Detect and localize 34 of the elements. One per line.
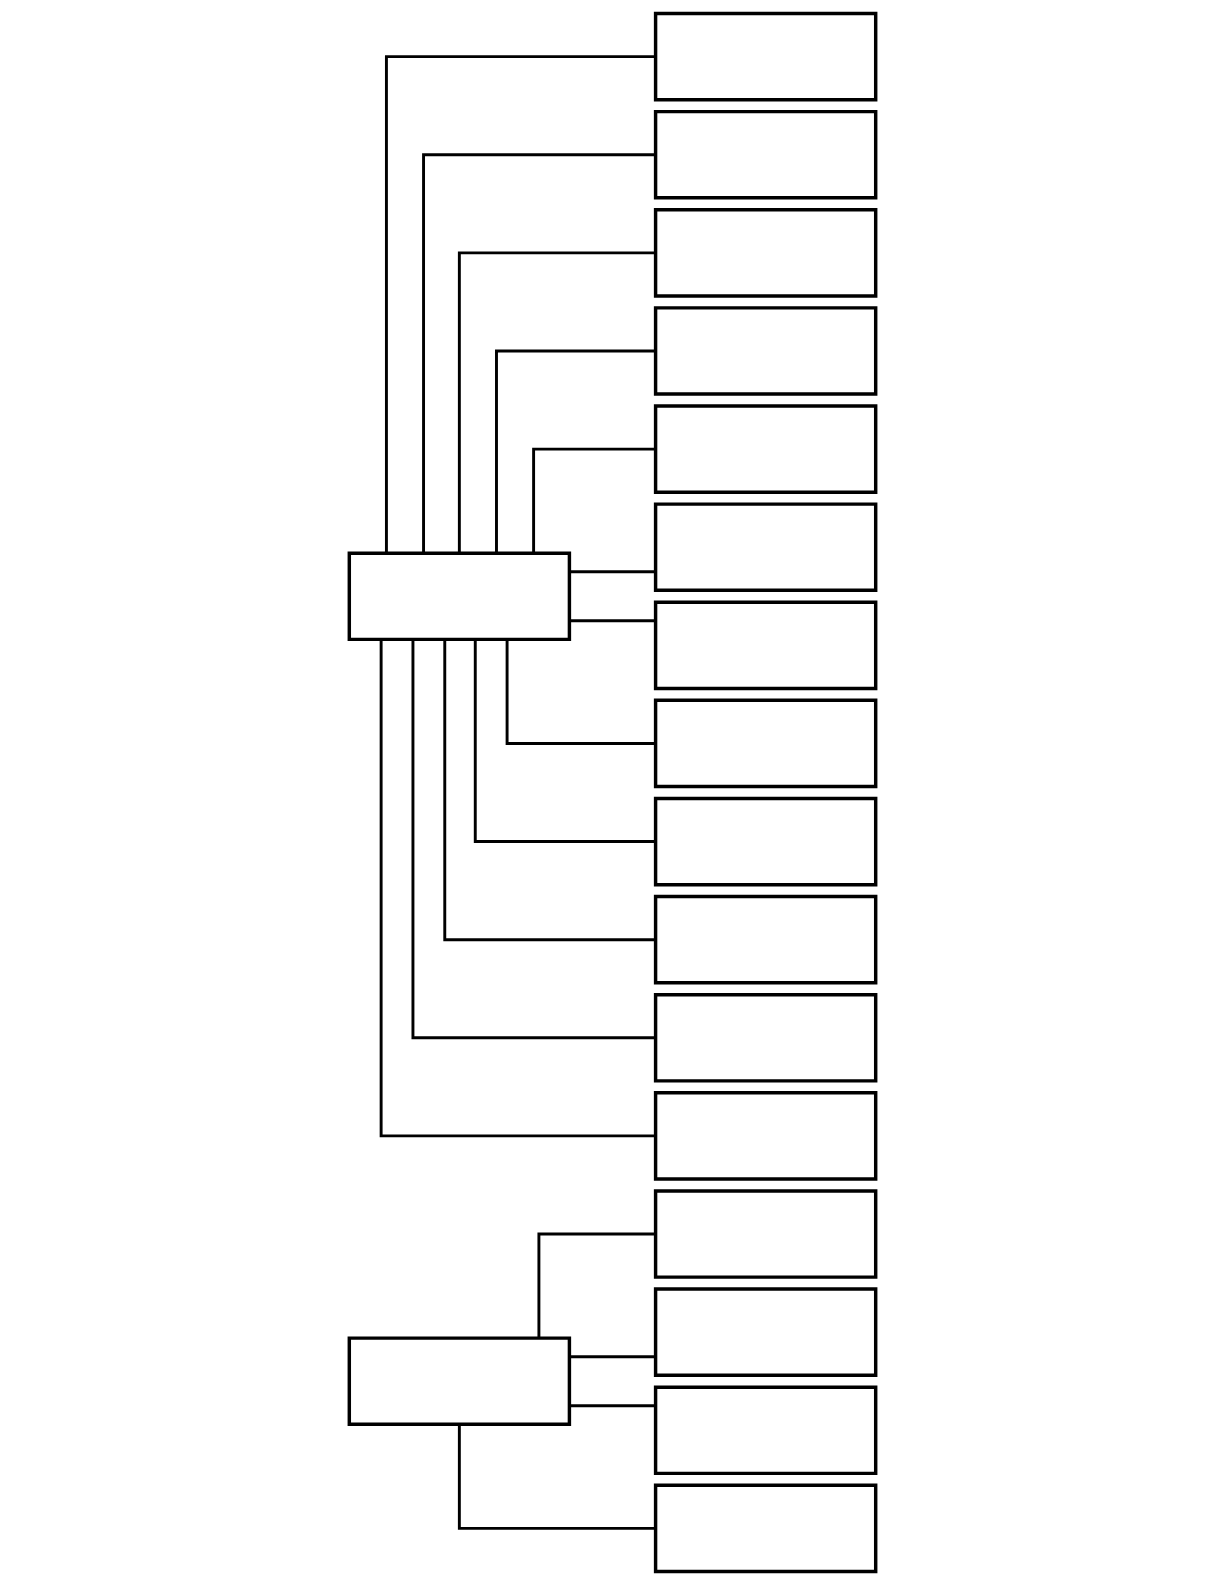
node-box (653, 1091, 878, 1181)
node-box (653, 502, 878, 593)
node-box (653, 698, 878, 789)
node-box (653, 1189, 878, 1279)
connector (537, 1232, 656, 1338)
node-box (653, 11, 878, 102)
connector (505, 639, 656, 745)
node-box (653, 992, 878, 1083)
connector (569, 1404, 656, 1408)
node-box (653, 600, 878, 691)
connector (569, 570, 656, 574)
connector (379, 639, 656, 1138)
connector (569, 619, 656, 623)
connector (495, 349, 656, 553)
node-box (653, 1483, 878, 1574)
node-box (653, 404, 878, 494)
node-box (653, 1385, 878, 1476)
connector (411, 639, 656, 1040)
node-box (653, 109, 878, 200)
node-box (653, 208, 878, 298)
connector (457, 1424, 656, 1530)
connector (457, 251, 656, 554)
connector (569, 1355, 656, 1359)
connector (384, 55, 656, 553)
node-box (347, 551, 572, 642)
connector (473, 639, 656, 843)
node-box (653, 306, 878, 396)
connector (532, 447, 656, 553)
node-box (653, 1287, 878, 1377)
node-box (653, 796, 878, 887)
node-box (347, 1336, 572, 1427)
connector (443, 639, 656, 942)
node-box (653, 894, 878, 985)
connector (422, 153, 656, 554)
